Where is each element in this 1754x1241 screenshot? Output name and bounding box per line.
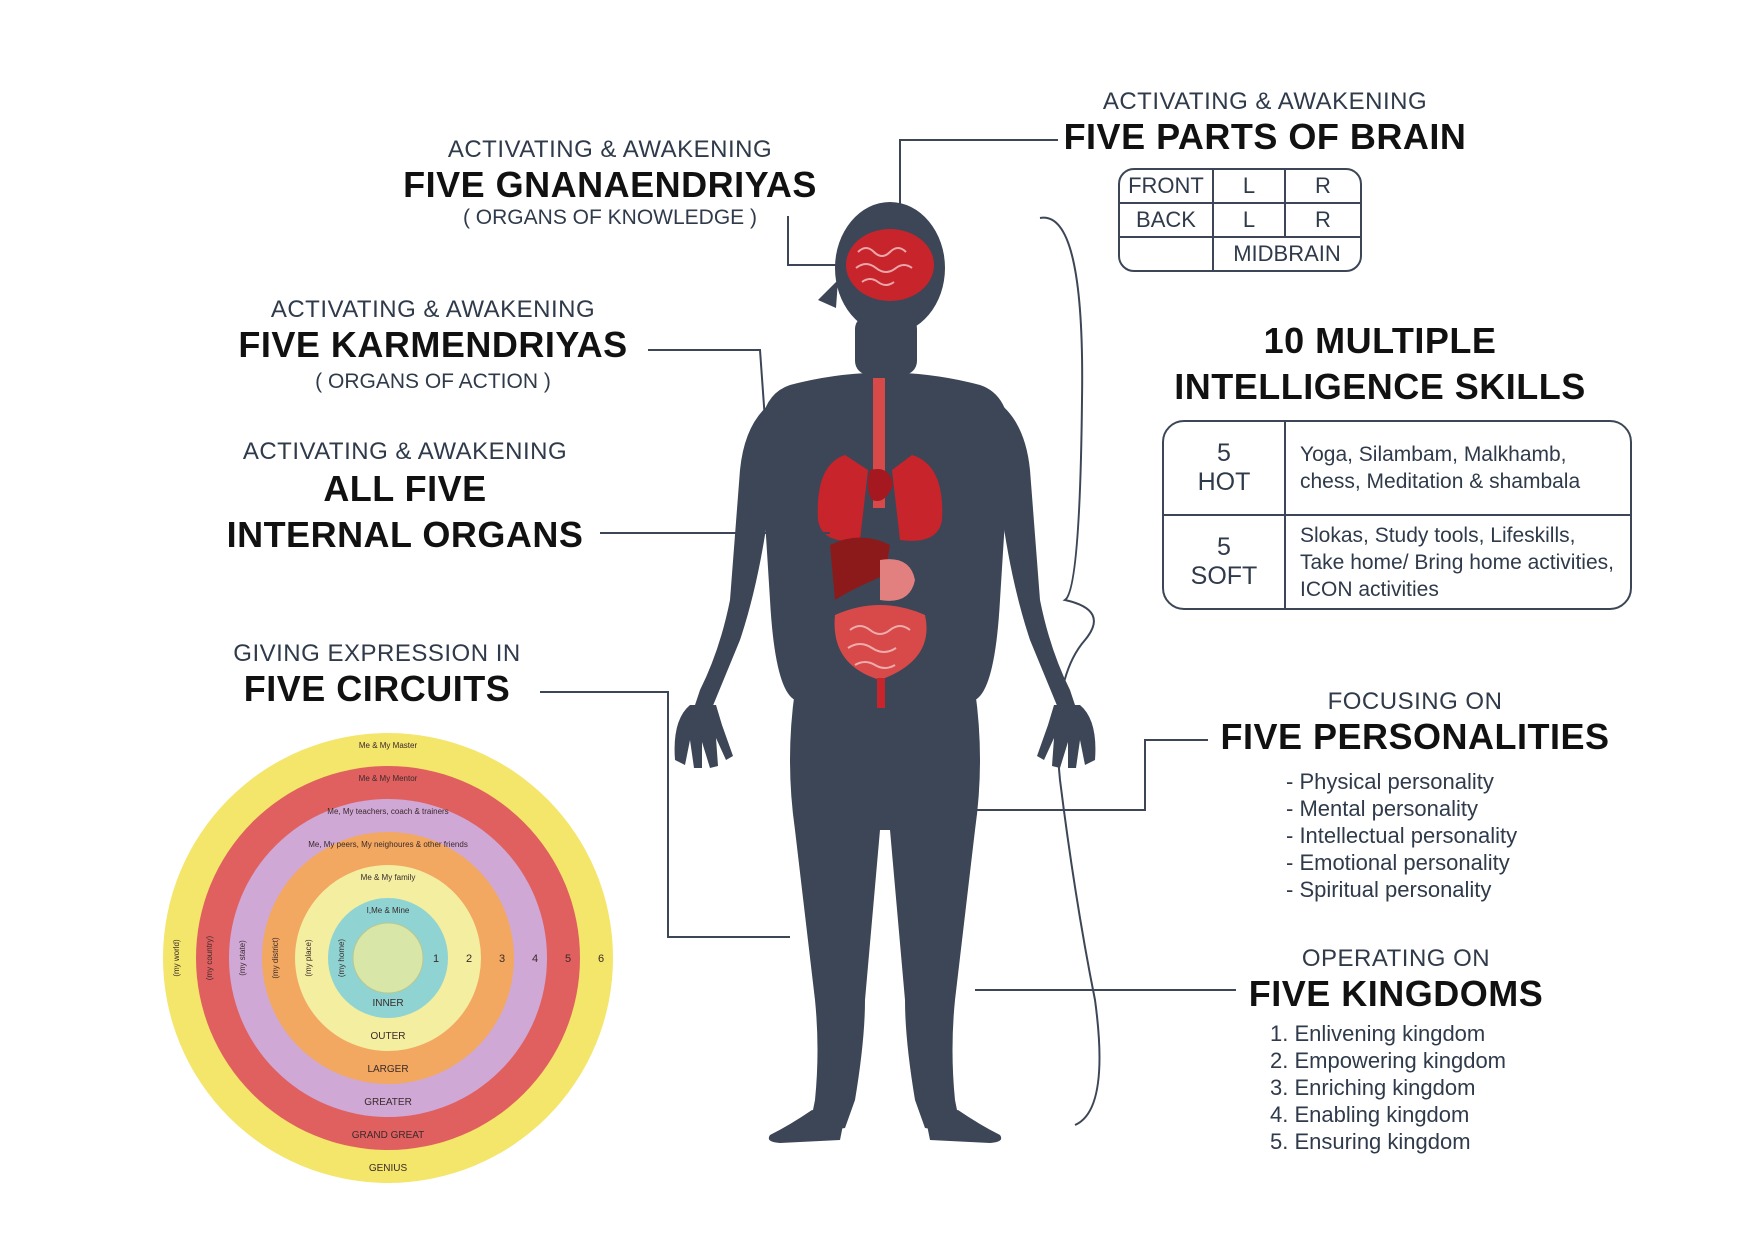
skills-row-soft: 5 SOFT Slokas, Study tools, Lifeskills, … bbox=[1164, 516, 1630, 608]
circuit-ring-side-label: (my state) bbox=[238, 940, 247, 976]
skills-soft-label: 5 SOFT bbox=[1164, 516, 1286, 608]
gnanaendriyas-title: FIVE GNANAENDRIYAS bbox=[403, 164, 817, 205]
internal-organs-title-line2: INTERNAL ORGANS bbox=[226, 514, 584, 555]
circuit-ring-level: GRAND GREAT bbox=[352, 1130, 425, 1141]
skills-title-line2: INTELLIGENCE SKILLS bbox=[1174, 366, 1586, 407]
brain-cell-front-right: R bbox=[1315, 173, 1331, 198]
circuit-ring-level: GREATER bbox=[364, 1097, 412, 1108]
brain-cell-front: FRONT bbox=[1120, 170, 1214, 202]
circuit-ring-level: OUTER bbox=[371, 1031, 406, 1042]
skills-hot-label: 5 HOT bbox=[1164, 422, 1286, 514]
personality-item: - Physical personality bbox=[1286, 769, 1494, 794]
karmendriyas-block: ACTIVATING & AWAKENING FIVE KARMENDRIYAS… bbox=[218, 296, 648, 394]
circuit-ring-side-label: (my place) bbox=[304, 939, 313, 977]
circuit-ring-number: 4 bbox=[532, 953, 538, 965]
circuits-block: GIVING EXPRESSION IN FIVE CIRCUITS bbox=[222, 640, 532, 710]
circuit-ring-number: 3 bbox=[499, 953, 505, 965]
internal-organs-illustration bbox=[817, 378, 943, 708]
kingdom-item: 5. Ensuring kingdom bbox=[1270, 1129, 1471, 1154]
kingdoms-subtitle: OPERATING ON bbox=[1301, 945, 1491, 972]
kingdom-item: 3. Enriching kingdom bbox=[1270, 1075, 1476, 1100]
gnanaendriyas-block: ACTIVATING & AWAKENING FIVE GNANAENDRIYA… bbox=[380, 136, 840, 230]
circuits-title: FIVE CIRCUITS bbox=[243, 668, 511, 709]
circuit-ring-level: GENIUS bbox=[369, 1163, 408, 1174]
internal-organs-block: ACTIVATING & AWAKENING ALL FIVE INTERNAL… bbox=[210, 438, 600, 558]
circuits-subtitle: GIVING EXPRESSION IN bbox=[233, 640, 521, 667]
circuit-ring-side-label: (my district) bbox=[271, 937, 280, 979]
circuit-ring-name: Me & My Master bbox=[359, 741, 418, 750]
personality-item: - Emotional personality bbox=[1286, 850, 1510, 875]
circuit-ring-level: LARGER bbox=[367, 1064, 408, 1075]
human-body-silhouette bbox=[674, 202, 1096, 1143]
circuit-ring-name: Me & My Mentor bbox=[359, 774, 418, 783]
brain-row-mid: MIDBRAIN bbox=[1120, 238, 1360, 270]
circuit-core bbox=[352, 922, 424, 994]
skills-hot-kind: HOT bbox=[1197, 468, 1251, 496]
skills-soft-kind: SOFT bbox=[1190, 562, 1258, 590]
connector-lines bbox=[540, 139, 1236, 1126]
brain-illustration bbox=[846, 229, 934, 301]
gnanaendriyas-subtitle: ACTIVATING & AWAKENING bbox=[447, 136, 773, 163]
personality-item: - Spiritual personality bbox=[1286, 877, 1492, 902]
personalities-subtitle: FOCUSING ON bbox=[1327, 688, 1503, 715]
karmendriyas-title: FIVE KARMENDRIYAS bbox=[238, 324, 628, 365]
skills-row-hot: 5 HOT Yoga, Silambam, Malkhamb, chess, M… bbox=[1164, 422, 1630, 516]
circuit-ring-number: 1 bbox=[433, 953, 439, 965]
personality-item: - Intellectual personality bbox=[1286, 823, 1518, 848]
brain-title: FIVE PARTS OF BRAIN bbox=[1063, 116, 1467, 157]
brain-row-back: BACK L R bbox=[1120, 204, 1360, 238]
skills-soft-text: Slokas, Study tools, Lifeskills, Take ho… bbox=[1300, 523, 1614, 601]
skills-title-line1: 10 MULTIPLE bbox=[1263, 320, 1497, 361]
circuit-ring-number: 5 bbox=[565, 953, 571, 965]
circuit-ring-side-label: (my country) bbox=[205, 935, 214, 980]
circuit-ring-side-label: (my world) bbox=[172, 939, 181, 977]
skills-hot-text: Yoga, Silambam, Malkhamb, chess, Meditat… bbox=[1300, 443, 1581, 493]
circuit-ring-name: I,Me & Mine bbox=[367, 906, 410, 915]
brain-parts-table: FRONT L R BACK L R MIDBRAIN bbox=[1118, 168, 1362, 272]
brain-cell-back-right: R bbox=[1315, 207, 1331, 232]
karmendriyas-subtitle: ACTIVATING & AWAKENING bbox=[270, 296, 596, 323]
kingdoms-title: FIVE KINGDOMS bbox=[1248, 973, 1544, 1014]
kingdoms-block: OPERATING ON FIVE KINGDOMS bbox=[1236, 945, 1556, 1015]
personalities-list: - Physical personality - Mental personal… bbox=[1286, 768, 1517, 903]
brain-cell-front-left: L bbox=[1214, 170, 1286, 202]
circuit-ring-number: 6 bbox=[598, 953, 604, 965]
kingdom-item: 4. Enabling kingdom bbox=[1270, 1102, 1470, 1127]
circuit-ring-name: Me, My teachers, coach & trainers bbox=[327, 807, 448, 816]
brain-row-front: FRONT L R bbox=[1120, 170, 1360, 204]
brain-cell-midbrain: MIDBRAIN bbox=[1233, 241, 1341, 266]
internal-organs-subtitle: ACTIVATING & AWAKENING bbox=[242, 438, 568, 465]
brain-cell-back: BACK bbox=[1120, 204, 1214, 236]
circuit-ring-level: INNER bbox=[372, 998, 403, 1009]
personalities-title: FIVE PERSONALITIES bbox=[1220, 716, 1610, 757]
brain-block: ACTIVATING & AWAKENING FIVE PARTS OF BRA… bbox=[1055, 88, 1475, 158]
personalities-block: FOCUSING ON FIVE PERSONALITIES bbox=[1215, 688, 1615, 758]
kingdom-item: 1. Enlivening kingdom bbox=[1270, 1021, 1486, 1046]
kingdoms-list: 1. Enlivening kingdom 2. Empowering king… bbox=[1270, 1020, 1506, 1155]
karmendriyas-note: ( ORGANS OF ACTION ) bbox=[315, 370, 551, 393]
circuit-ring-number: 2 bbox=[466, 953, 472, 965]
brain-subtitle: ACTIVATING & AWAKENING bbox=[1102, 88, 1428, 115]
brain-cell-empty bbox=[1120, 238, 1214, 270]
circuit-ring-name: Me & My family bbox=[361, 873, 416, 882]
skills-table: 5 HOT Yoga, Silambam, Malkhamb, chess, M… bbox=[1162, 420, 1632, 610]
gnanaendriyas-note: ( ORGANS OF KNOWLEDGE ) bbox=[462, 206, 758, 229]
skills-block: 10 MULTIPLE INTELLIGENCE SKILLS bbox=[1150, 318, 1610, 410]
circuit-ring-side-label: (my home) bbox=[337, 939, 346, 978]
skills-hot-count: 5 bbox=[1217, 439, 1231, 467]
internal-organs-title-line1: ALL FIVE bbox=[323, 468, 487, 509]
circuit-ring-name: Me, My peers, My neighoures & other frie… bbox=[308, 840, 468, 849]
brain-cell-back-left: L bbox=[1214, 204, 1286, 236]
skills-soft-count: 5 bbox=[1217, 533, 1231, 561]
personality-item: - Mental personality bbox=[1286, 796, 1478, 821]
kingdom-item: 2. Empowering kingdom bbox=[1270, 1048, 1507, 1073]
